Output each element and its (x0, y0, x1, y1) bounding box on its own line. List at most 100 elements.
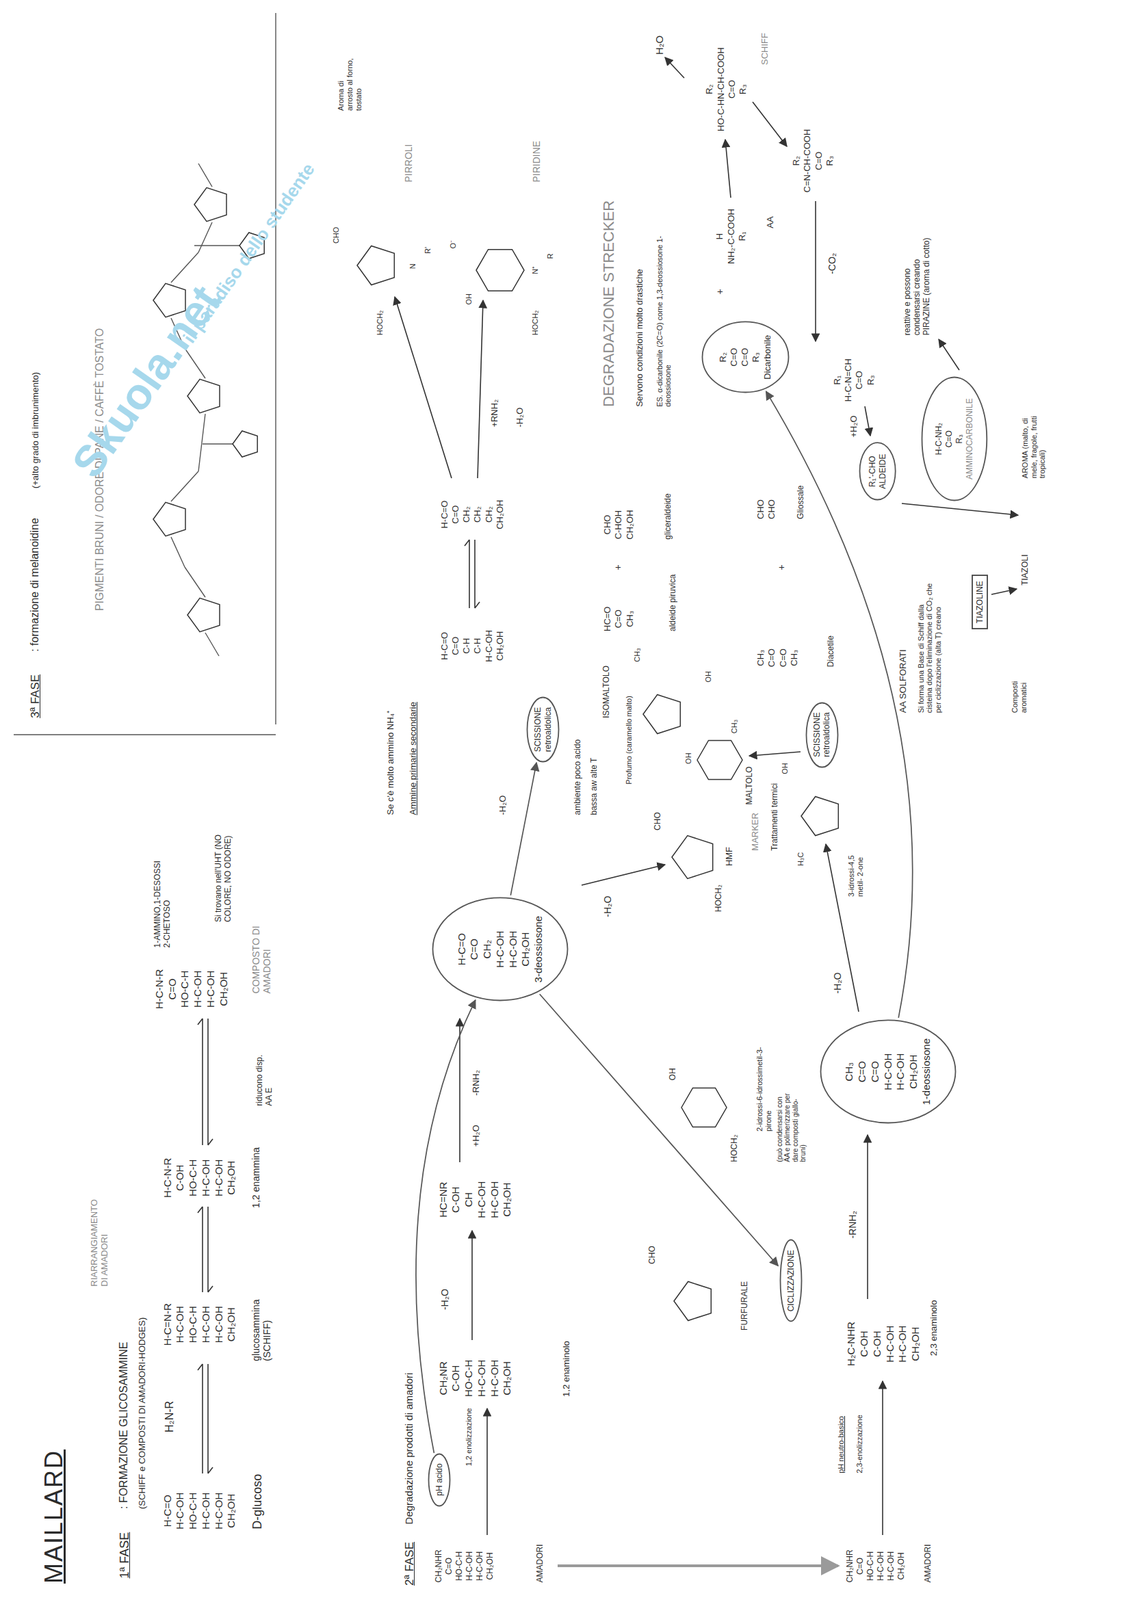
note-text: CH₃ (730, 718, 739, 735)
node-text: 1-deossiosone (920, 1038, 933, 1106)
structure-line: H-C-N-R (153, 969, 167, 1010)
note-text: (SCHIFF e COMPOSTI DI AMADORI-HODGES) (137, 1316, 148, 1511)
note-text: 1,2 enolizzazione (464, 1406, 474, 1468)
structure-line: R₃ (824, 129, 836, 193)
structure-line: H-C=N-R (161, 1303, 175, 1346)
structure-line: C=O (855, 1038, 869, 1106)
reaction-connector (510, 762, 537, 896)
structure-line: NH₂-C-COOH (725, 208, 737, 265)
node-content: H-C-NH₂ C=O R₃AMMINOCARBONILE (933, 398, 975, 480)
structure-line: C=O (444, 1549, 455, 1583)
pen-line (205, 632, 219, 657)
structure-line: CH₂OH (225, 1492, 239, 1530)
note-text: AA SOLFORATI (898, 647, 909, 715)
note-text: gliceraldeide (663, 491, 674, 541)
note-text: 1-AMMINO,1-DESOSSI 2-CHETOSO (153, 857, 173, 949)
note-text: OH (780, 761, 790, 776)
structure-line: R₁ (832, 358, 843, 402)
note-text: N (408, 262, 418, 271)
pen-line (13, 734, 276, 735)
reaction-arrow (581, 864, 666, 886)
note-text: 3ª FASE (28, 673, 43, 720)
structure-line: HC=NR (437, 1181, 451, 1219)
note-text: R (546, 251, 555, 260)
structure-line: R₃ (750, 335, 762, 380)
note-text: COMPOSTO DI AMADORI (250, 910, 273, 996)
structure-line: HO-C-H (454, 1549, 465, 1583)
chemical-structure: R₁ H-C-N=CH C=O R₃ (832, 357, 877, 403)
structure-line: CH₂OH (907, 1038, 921, 1106)
chemical-structure: CH₂NHR C=O HO-C-H H-C-OH H-C-OH CH₂OH (845, 1548, 907, 1584)
reaction-arrow (814, 201, 817, 342)
ring-structure (697, 740, 743, 780)
note-text: AROMA (malto, di mele, fragole, frutti t… (1020, 401, 1047, 480)
structure-line: C-OH (449, 1360, 463, 1398)
note-text: : FORMAZIONE GLICOSAMMINE (117, 1341, 130, 1511)
structure-line: C=O (944, 398, 955, 480)
structure-line: H-C-NH₂ (933, 398, 945, 480)
node-content: CH₃ C=O C=O H-C-OH H-C-OH CH₂OH1-deossio… (842, 1038, 933, 1106)
note-text: OH (464, 292, 474, 307)
note-text: Degradazione prodotti di amadori (403, 1371, 415, 1527)
structure-line: C=O (766, 648, 778, 668)
structure-line: CH₂OH (519, 916, 533, 984)
note-text: Ammine primarie secondarie (408, 700, 419, 817)
note-text: MARKER (750, 811, 761, 853)
structure-line: C=O (450, 499, 462, 529)
reaction-arrow (471, 1230, 473, 1341)
grey-arrow (557, 1564, 839, 1568)
chemical-structure: H-C=O H-C-OH HO-C-H H-C-OH H-C-OH CH₂OH (161, 1491, 239, 1532)
structure-line: CH₂ (483, 499, 495, 529)
note-text: PIRIDINE (530, 139, 542, 185)
note-text: Aroma di arrosto al forno, tostato (336, 54, 363, 113)
structure-line: H-C-OH (212, 1158, 226, 1199)
circle-border (428, 1453, 450, 1506)
structure-line: CH₃ (755, 648, 767, 668)
node-text: ALDEIDE (877, 453, 888, 489)
structure-line: C-OH (173, 1158, 187, 1199)
reaction-arrow (394, 296, 452, 479)
node-content: R₂ C=O C=O R₃Dicarbonile (717, 335, 774, 380)
note-text: -H₂O (439, 1287, 451, 1312)
structure-line: C=O (166, 969, 180, 1010)
chemical-structure: H-C=O C=O CH₂ H-C-OH H-C-OH CH₂OH (455, 916, 533, 984)
structure-line: CH₂ (461, 499, 473, 529)
reaction-arrow (665, 57, 685, 78)
circle-border (433, 897, 568, 1001)
structure-line: H-C-OH (475, 1360, 489, 1398)
circle-border (860, 443, 896, 501)
structure-line: C=O (468, 916, 481, 984)
note-text: SCHIFF (760, 31, 771, 67)
note-text: 2-idrossi-6-idrossimetil-3-pirone (755, 1034, 773, 1134)
structure-line: HO-C-H (865, 1549, 876, 1583)
structure-line: R₃ (865, 358, 877, 402)
reaction-arrow (459, 1018, 461, 1163)
structure-line: H-C=O (455, 916, 469, 984)
chemical-structure: CH₂NHR C=O HO-C-H H-C-OH H-C-OH CH₂OH (433, 1548, 496, 1584)
chemical-structure: CHO CHO (755, 498, 778, 521)
pen-line (202, 443, 233, 445)
structure-line: CH₂OH (485, 1549, 496, 1583)
structure-line: H-C-OH (875, 1549, 887, 1583)
note-text: riducono disp. AA E (255, 1050, 275, 1108)
structure-line: H-C-OH (894, 1038, 908, 1106)
note-text: OH (704, 669, 713, 685)
note-text: -RNH₂ (471, 1068, 482, 1098)
note-text: -RNH₂ (847, 1209, 858, 1240)
note-text: FURFURALE (740, 1280, 750, 1333)
structure-line: C-HOH (613, 509, 624, 540)
structure-line: CH₂OH (896, 1549, 907, 1583)
note-text: ambiente poco acido (573, 738, 583, 817)
pen-line (198, 222, 213, 253)
ring-structure (194, 187, 227, 221)
note-text: OH (668, 1066, 679, 1082)
structure-line: H-C-OH (507, 916, 520, 984)
structure-line: C=O (813, 129, 825, 193)
structure-line: HO-C-H (186, 1158, 200, 1199)
note-text: MALTOLO (745, 764, 755, 806)
note-text: CH₃ (632, 646, 642, 663)
node-content: TIAZOLINE (975, 580, 985, 624)
chemical-structure: H-C=O C=O CH₂ CH₂ CH₂ CH₂OH (439, 498, 507, 531)
ring-structure (232, 431, 258, 458)
structure-line: CH (462, 1181, 476, 1219)
